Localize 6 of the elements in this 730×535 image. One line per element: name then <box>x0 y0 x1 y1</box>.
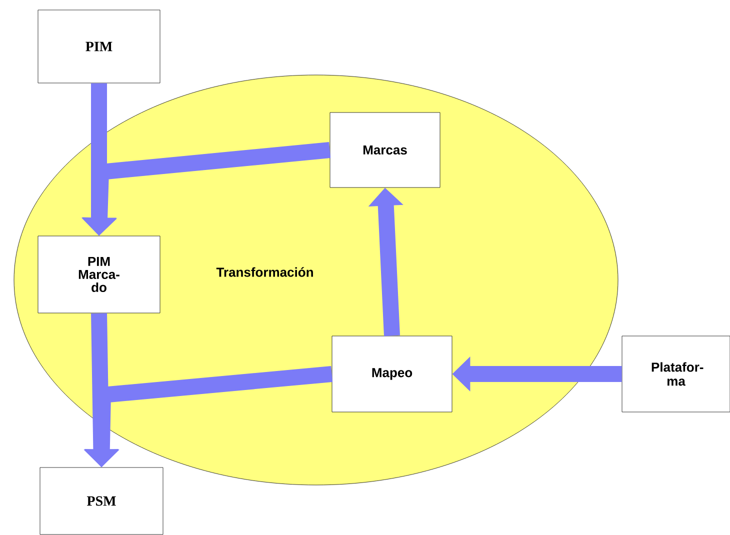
process-box: PIM Marca- do <box>38 236 160 314</box>
process-box: PSM <box>40 467 164 535</box>
process-box: PIM <box>38 10 160 84</box>
process-box: Platafor- ma <box>622 336 730 412</box>
process-box: Marcas <box>330 112 440 188</box>
process-box: Mapeo <box>332 336 452 412</box>
